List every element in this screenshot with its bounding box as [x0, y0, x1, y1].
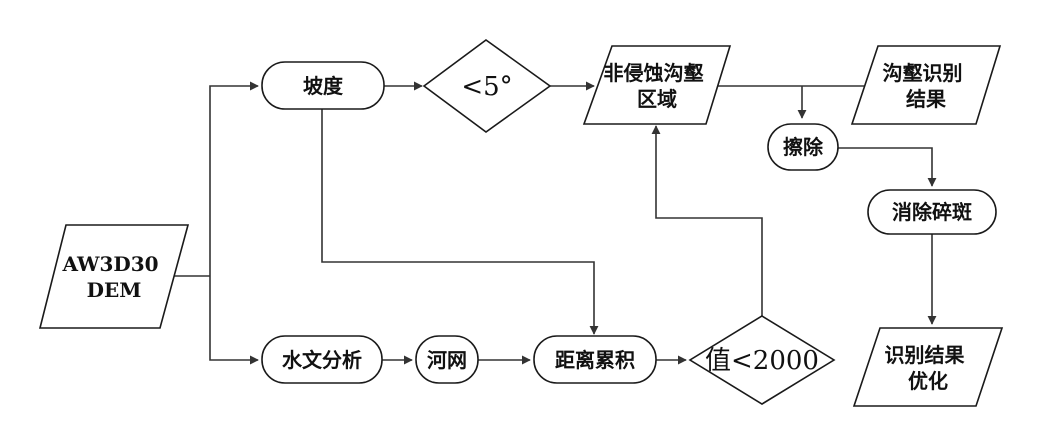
node-remove-patches: 消除碎斑 — [867, 189, 997, 235]
non-erosion-line-2: 区域 — [637, 87, 677, 111]
gully-result-line-1: 沟壑识别 — [883, 61, 963, 85]
edge-valuecheck-to-nonerosion — [651, 125, 763, 316]
node-river-net: 河网 — [415, 335, 479, 384]
gully-result-line-2: 结果 — [906, 87, 946, 111]
cost-distance-label: 距离累积 — [555, 348, 635, 372]
optimized-line-2: 优化 — [908, 369, 948, 393]
optimized-line-1: 识别结果 — [885, 343, 965, 367]
non-erosion-line-1: 非侵蚀沟壑 — [604, 61, 705, 85]
node-slope: 坡度 — [261, 61, 385, 110]
value-check-label: 值<2000 — [705, 346, 819, 376]
dem-line-2: DEM — [87, 278, 142, 302]
erase-label: 擦除 — [783, 135, 824, 159]
node-gully-result: 沟壑识别 结果 — [850, 45, 1002, 125]
river-net-label: 河网 — [427, 348, 467, 372]
edge-dem-to-hydrology — [209, 276, 259, 365]
edges — [160, 81, 937, 365]
svg-text:非侵蚀沟壑 区域: 非侵蚀沟壑 区域 — [604, 61, 711, 111]
edge-erase-to-patches — [838, 147, 937, 187]
edge-slope-to-cost — [321, 109, 599, 335]
svg-text:识别结果 优化: 识别结果 优化 — [885, 343, 972, 393]
node-optimized: 识别结果 优化 — [852, 327, 1004, 407]
remove-patches-label: 消除碎斑 — [892, 200, 972, 224]
node-non-erosion: 非侵蚀沟壑 区域 — [582, 45, 732, 125]
node-cost-distance: 距离累积 — [533, 335, 657, 384]
slope-check-label: <5° — [461, 72, 512, 102]
svg-text:AW3D30 DEM: AW3D30 DEM — [61, 252, 165, 302]
edge-dem-to-slope — [209, 81, 259, 276]
node-hydrology: 水文分析 — [261, 335, 383, 384]
svg-text:沟壑识别 结果: 沟壑识别 结果 — [883, 61, 970, 111]
node-value-check: 值<2000 — [688, 315, 836, 405]
dem-line-1: AW3D30 — [61, 252, 158, 276]
node-slope-check: <5° — [422, 39, 552, 133]
node-dem: AW3D30 DEM — [38, 224, 190, 329]
slope-label: 坡度 — [303, 74, 344, 98]
hydrology-label: 水文分析 — [282, 348, 362, 372]
node-erase: 擦除 — [767, 123, 839, 171]
